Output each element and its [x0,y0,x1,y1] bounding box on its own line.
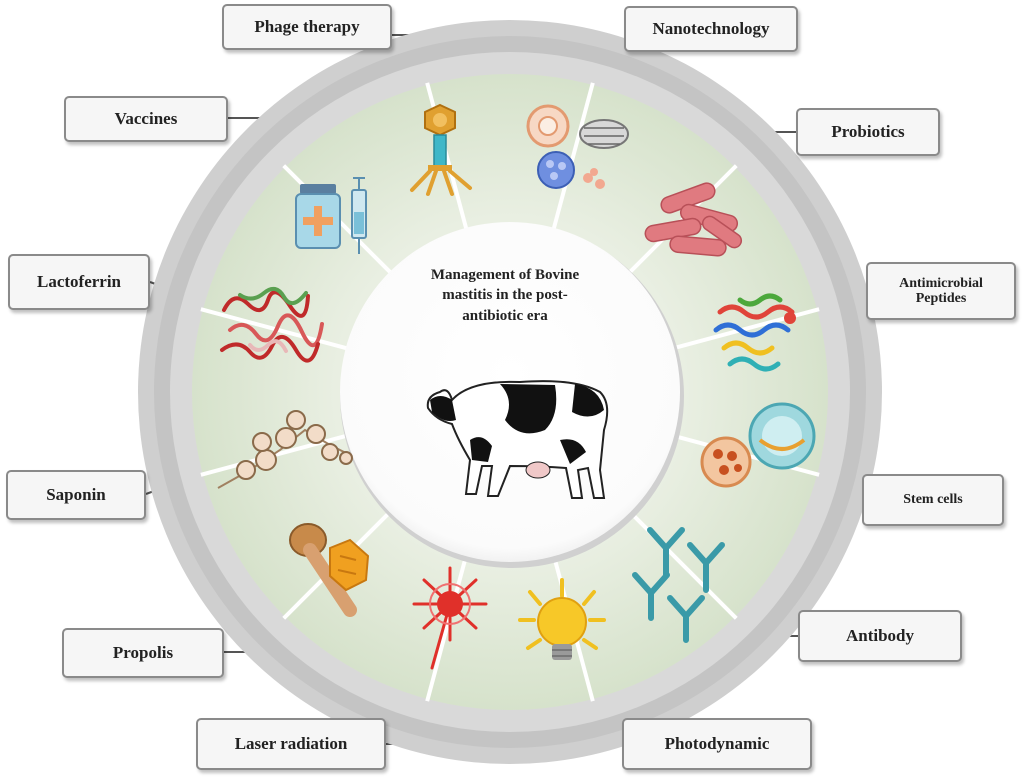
label-text: Nanotechnology [652,18,770,38]
label-saponin: Saponin [6,470,146,520]
label-vaccines: Vaccines [64,96,228,142]
label-lactoferrin: Lactoferrin [8,254,150,310]
label-antibody: Antibody [798,610,962,662]
label-stem-cells: Stem cells [862,474,1004,526]
label-phage-therapy: Phage therapy [222,4,392,50]
phage-icon [410,103,472,196]
label-text: Lactoferrin [36,271,122,291]
label-laser-radiation: Laser radiation [196,718,386,770]
center-title-line-1: Management of Bovine [430,267,580,283]
label-text: Laser radiation [234,733,348,753]
probiotic-bacteria-icon [644,182,743,257]
label-text: Vaccines [114,108,178,128]
segment-divider [550,82,595,234]
label-text: Probiotics [831,121,905,141]
segment-divider [625,507,738,620]
laser-icon [412,566,488,670]
label-text: Saponin [46,484,106,504]
label-text: Propolis [112,642,174,662]
label-antimicrobial-peptides: Antimicrobial Peptides [866,262,1016,320]
lactoferrin-icon [220,286,324,363]
peptide-icon [713,293,796,372]
antibody-icon [632,527,725,643]
label-text: Antibody [845,625,915,645]
label-text: Stem cells [903,492,963,508]
label-text: Phage therapy [254,16,360,36]
stem-cells-icon [700,402,816,488]
label-text-line-1: Antimicrobial [899,275,983,291]
segment-divider [425,550,470,702]
center-title-line-2: mastitis in the post- [442,287,568,304]
cow-icon [426,380,609,499]
vaccine-icon [295,177,367,254]
lightbulb-icon [518,578,606,660]
center-title-line-3: antibiotic era [462,307,548,324]
saponin-icon [217,410,353,489]
nanoparticles-icon [526,104,629,189]
center-title: Management of Bovine mastitis in the pos… [400,265,610,326]
label-photodynamic: Photodynamic [622,718,812,770]
propolis-icon [289,523,370,617]
label-nanotechnology: Nanotechnology [624,6,798,52]
label-probiotics: Probiotics [796,108,940,156]
label-text-line-2: Peptides [915,291,967,306]
label-propolis: Propolis [62,628,224,678]
label-text: Photodynamic [664,733,770,753]
